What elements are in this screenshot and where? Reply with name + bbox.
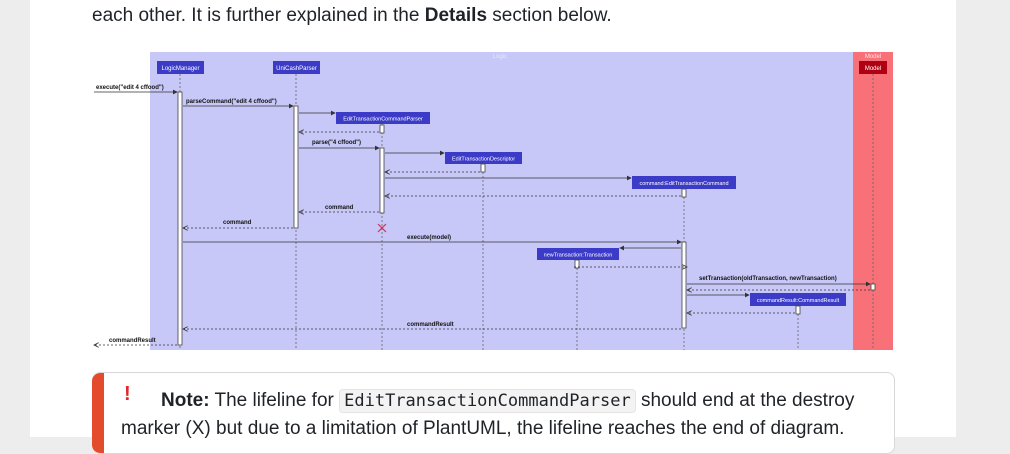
participant-new-transaction-label: newTransaction:Transaction: [544, 253, 613, 259]
sequence-diagram-svg: Logic Model LogicManager UniCashParser E…: [92, 52, 893, 350]
participant-logic-manager: [157, 61, 204, 74]
note-text-before: The lifeline for: [209, 390, 340, 411]
activation-edit-command-1: [681, 188, 687, 198]
logic-box-label: Logic: [493, 54, 507, 60]
participant-logic-manager-label: LogicManager: [161, 66, 199, 72]
participant-new-transaction: [537, 248, 619, 260]
activation-model: [870, 283, 876, 291]
participant-edit-descriptor: [445, 152, 522, 164]
intro-paragraph: each other. It is further explained in t…: [92, 5, 612, 27]
exclamation-icon: !: [124, 383, 131, 405]
activation-new-transaction: [574, 259, 580, 269]
activation-unicash-parser: [293, 105, 299, 229]
note-accent-bar: [92, 373, 104, 453]
label-execute-model: execute(model): [407, 235, 451, 241]
label-command-result-final: commandResult: [109, 338, 156, 344]
label-parse-command: parseCommand("edit 4 cffood"): [186, 99, 277, 105]
label-set-transaction: setTransaction(oldTransaction, newTransa…: [699, 276, 837, 282]
destroy-marker: [377, 223, 387, 233]
logic-box: [150, 52, 853, 350]
participant-edit-parser-label: EditTransactionCommandParser: [343, 117, 423, 123]
participant-edit-descriptor-label: EditTransactionDescriptor: [452, 157, 515, 163]
note-text: Note: The lifeline for EditTransactionCo…: [121, 387, 891, 443]
participant-model: [859, 61, 887, 74]
model-box-label: Model: [865, 54, 881, 60]
messages: [94, 89, 871, 345]
participant-unicash-parser-label: UniCashParser: [276, 66, 317, 72]
intro-text: each other. It is further explained in t…: [92, 5, 425, 26]
page: each other. It is further explained in t…: [30, 0, 956, 454]
activation-edit-descriptor: [480, 163, 486, 173]
participant-edit-command: [632, 176, 736, 189]
note-code: EditTransactionCommandParser: [339, 389, 636, 413]
intro-text-end: section below.: [487, 5, 612, 26]
details-emphasis: Details: [424, 5, 488, 26]
activation-edit-parser-2: [379, 147, 385, 214]
note-admonition: ! Note: The lifeline for EditTransaction…: [92, 372, 895, 454]
label-parse: parse("4 cffood"): [312, 140, 361, 146]
label-command-return-1: command: [325, 205, 354, 211]
participant-command-result-label: commandResult:CommandResult: [757, 298, 840, 304]
activation-bars: [177, 91, 876, 346]
label-command-result-return: commandResult: [407, 322, 454, 328]
sequence-diagram: Logic Model LogicManager UniCashParser E…: [92, 48, 896, 354]
label-execute-call: execute("edit 4 cffood"): [96, 85, 164, 91]
note-text-after: should end at the destroy marker (X) but…: [121, 390, 855, 439]
activation-edit-command-2: [681, 241, 687, 329]
participant-unicash-parser: [273, 61, 320, 74]
participant-model-label: Model: [865, 66, 881, 72]
model-box: [853, 52, 893, 350]
participant-edit-parser: [336, 112, 430, 124]
participant-command-result: [750, 293, 846, 306]
label-command-return-2: command: [223, 220, 252, 226]
activation-logic-manager: [177, 91, 183, 346]
message-labels: execute("edit 4 cffood") parseCommand("e…: [96, 85, 837, 344]
participant-edit-command-label: command:EditTransactionCommand: [639, 181, 728, 187]
activation-edit-parser-1: [379, 124, 385, 134]
note-label: Note:: [161, 390, 210, 411]
activation-command-result: [795, 305, 801, 315]
